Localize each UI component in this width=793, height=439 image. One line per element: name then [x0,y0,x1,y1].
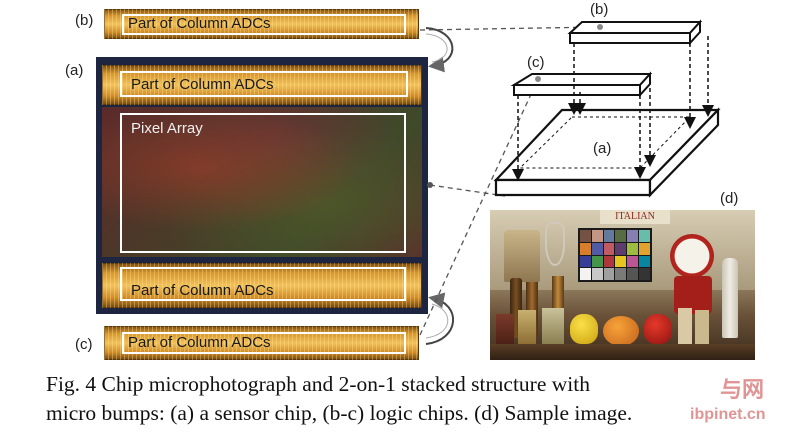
watermark-brand: 与网 [720,377,765,402]
scale-body [674,276,712,314]
yellow-pepper [570,314,598,344]
pixel-array-box [120,113,406,253]
curved-arrow-top [425,27,454,73]
watermark-site: ibpinet.cn [690,406,766,423]
label-b-left: (b) [75,12,94,29]
sample-image: ITALIAN [490,210,755,360]
sensor-plate-a [493,107,721,198]
logic-chip-c [510,71,653,98]
figure-caption-line1: Fig. 4 Chip microphotograph and 2-on-1 s… [46,372,590,396]
label-b-diagram: (b) [590,1,609,18]
canister [695,310,709,346]
dot [535,76,541,82]
bottle [722,258,738,338]
dot [427,182,433,188]
whisk [545,222,565,266]
kitchen-scale [670,234,714,278]
logic-chip-c-strip: Part of Column ADCs [104,326,419,360]
red-pepper [644,314,672,344]
adc-label: Part of Column ADCs [128,334,271,351]
logic-chip-b-strip: Part of Column ADCs [104,9,419,39]
counter [490,344,755,360]
sensor-top-adc-label: Part of Column ADCs [131,76,274,93]
pumpkin [603,316,639,346]
sensor-top-adc-box [120,71,408,97]
jar [496,314,514,346]
adc-box [122,14,406,35]
curved-arrow-bottom [425,292,455,345]
sign: ITALIAN [600,210,670,224]
canister [678,308,692,346]
adc-label: Part of Column ADCs [128,15,271,32]
color-checker [578,228,652,282]
adc-box [122,332,406,354]
label-c-left: (c) [75,336,93,353]
label-a-diagram: (a) [593,140,612,157]
pixel-array-area [102,107,422,257]
label-c-diagram: (c) [527,54,545,71]
jar [542,308,564,346]
dot [597,24,603,30]
pixel-array-label: Pixel Array [131,120,203,137]
leader-lines [419,26,601,336]
stack-arrows [512,36,714,181]
label-a-left: (a) [65,62,84,79]
label-d-image: (d) [720,190,739,207]
sensor-bottom-adc-box [120,267,406,301]
sign-text: ITALIAN [615,211,655,222]
sensor-chip: Part of Column ADCs Pixel Array Part of … [96,57,428,314]
figure-caption-line2: micro bumps: (a) a sensor chip, (b-c) lo… [46,401,633,425]
logic-chip-b [567,19,703,46]
utensil-jar [504,230,540,282]
jar [518,310,536,346]
sensor-bottom-adc-label: Part of Column ADCs [131,282,274,299]
